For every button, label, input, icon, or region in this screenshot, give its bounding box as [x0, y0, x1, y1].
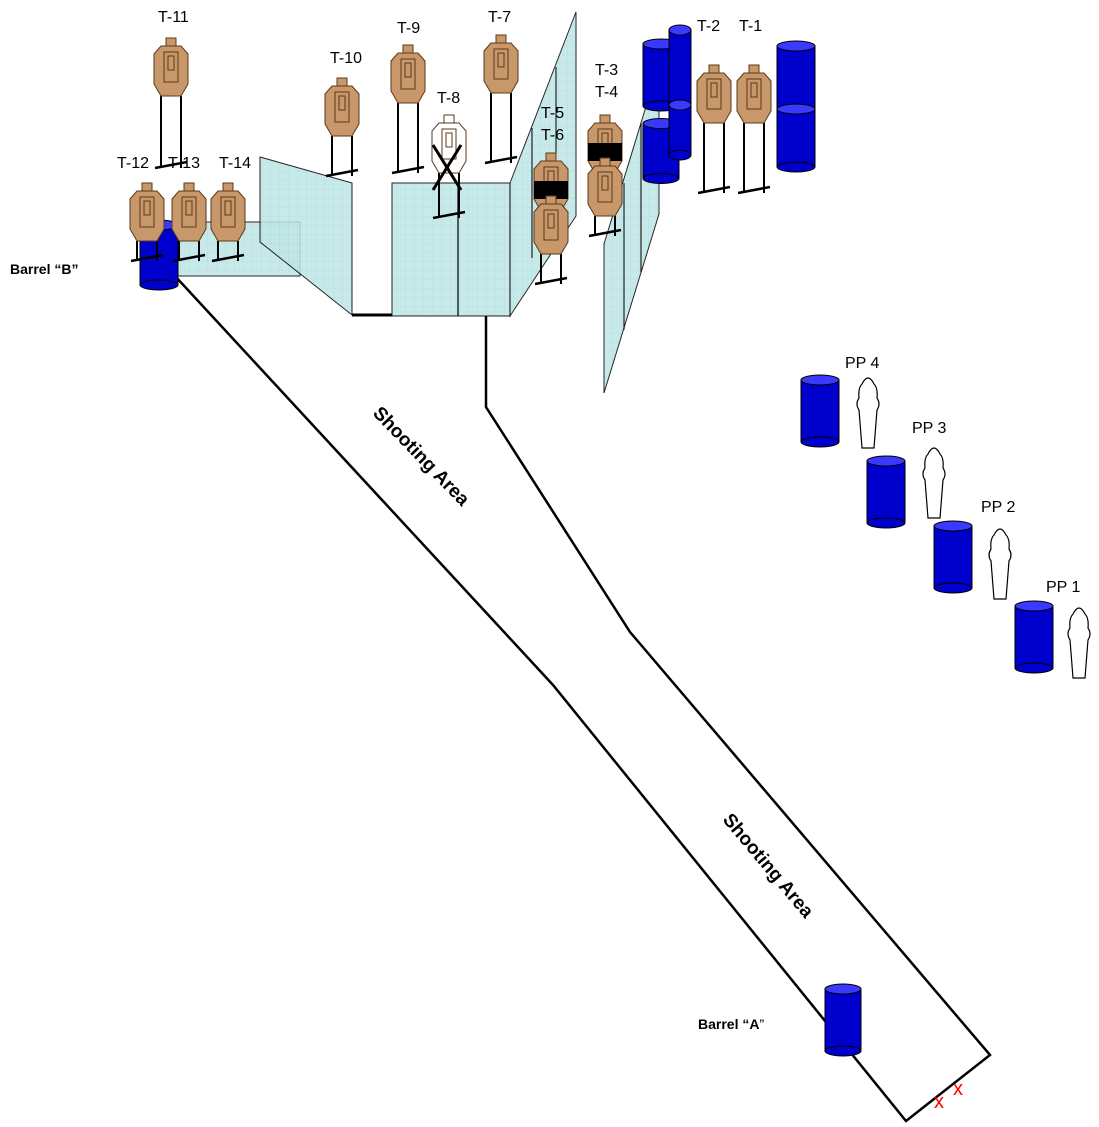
barrel-a-label: Barrel “A”: [698, 1016, 764, 1032]
barrel-icon: [1014, 600, 1054, 674]
pepper-popper-icon: [856, 377, 880, 449]
target-label: T-10: [330, 50, 362, 67]
steel-target-icon: [736, 64, 772, 195]
steel-target-icon: [153, 37, 189, 170]
steel-target-icon: [533, 152, 569, 212]
target-label: T-7: [488, 9, 511, 26]
start-mark-2: x: [953, 1078, 963, 1100]
target-labels: T-1 T-2T-3T-4T-5T-6 T-7T-8 T-9T-10 T-11T-12 T…: [117, 9, 1081, 596]
steel-target-icon: [324, 77, 360, 178]
start-mark-1: x: [934, 1091, 944, 1113]
barrel-icon: [668, 99, 692, 161]
barrel-icon: [866, 455, 906, 529]
steel-target-icon: [129, 182, 165, 263]
steel-target-icon: [587, 157, 623, 238]
pepper-popper-icon: [1067, 607, 1091, 679]
target-label: T-14: [219, 155, 251, 172]
target-label: T-11: [158, 9, 189, 26]
start-marks: x x: [934, 1078, 963, 1113]
target-label: PP 2: [981, 499, 1016, 516]
targets-layer: [129, 34, 772, 286]
barrels-layer: [139, 24, 1054, 1057]
target-label: PP 3: [912, 420, 947, 437]
barrel-icon: [824, 983, 862, 1057]
barrel-icon: [933, 520, 973, 594]
steel-target-icon: [431, 114, 467, 220]
wall-right-angled: [603, 63, 660, 394]
steel-target-icon: [696, 64, 732, 195]
barrel-a-label-main: Barrel “A: [698, 1016, 759, 1032]
steel-target-icon: [390, 44, 426, 175]
barrel-icon: [776, 103, 816, 173]
target-label: PP 1: [1046, 579, 1081, 596]
target-label: T-4: [595, 84, 618, 101]
barrel-icon: [800, 374, 840, 448]
target-label: T-12: [117, 155, 149, 172]
target-label: T-8: [437, 90, 460, 107]
target-label: T-3: [595, 62, 618, 79]
barrel-b-label: Barrel “B”: [10, 261, 78, 277]
steel-target-icon: [483, 34, 519, 165]
target-label: T-2: [697, 18, 720, 35]
steel-target-icon: [171, 182, 207, 263]
pepper-popper-icon: [922, 447, 946, 519]
target-label: T-9: [397, 20, 420, 37]
target-label: T-13: [168, 155, 200, 172]
target-label: PP 4: [845, 355, 880, 372]
wall-left-angled: [259, 156, 353, 317]
poppers-layer: [856, 377, 1091, 679]
barrel-a-label-quote: ”: [759, 1016, 764, 1032]
target-label: T-1: [739, 18, 762, 35]
steel-target-icon: [210, 182, 246, 263]
target-label: T-5: [541, 105, 564, 122]
target-label: T-6: [541, 127, 564, 144]
steel-target-icon: [533, 195, 569, 286]
shooting-area-label-1: Shooting Area: [368, 403, 473, 511]
pepper-popper-icon: [988, 528, 1012, 600]
